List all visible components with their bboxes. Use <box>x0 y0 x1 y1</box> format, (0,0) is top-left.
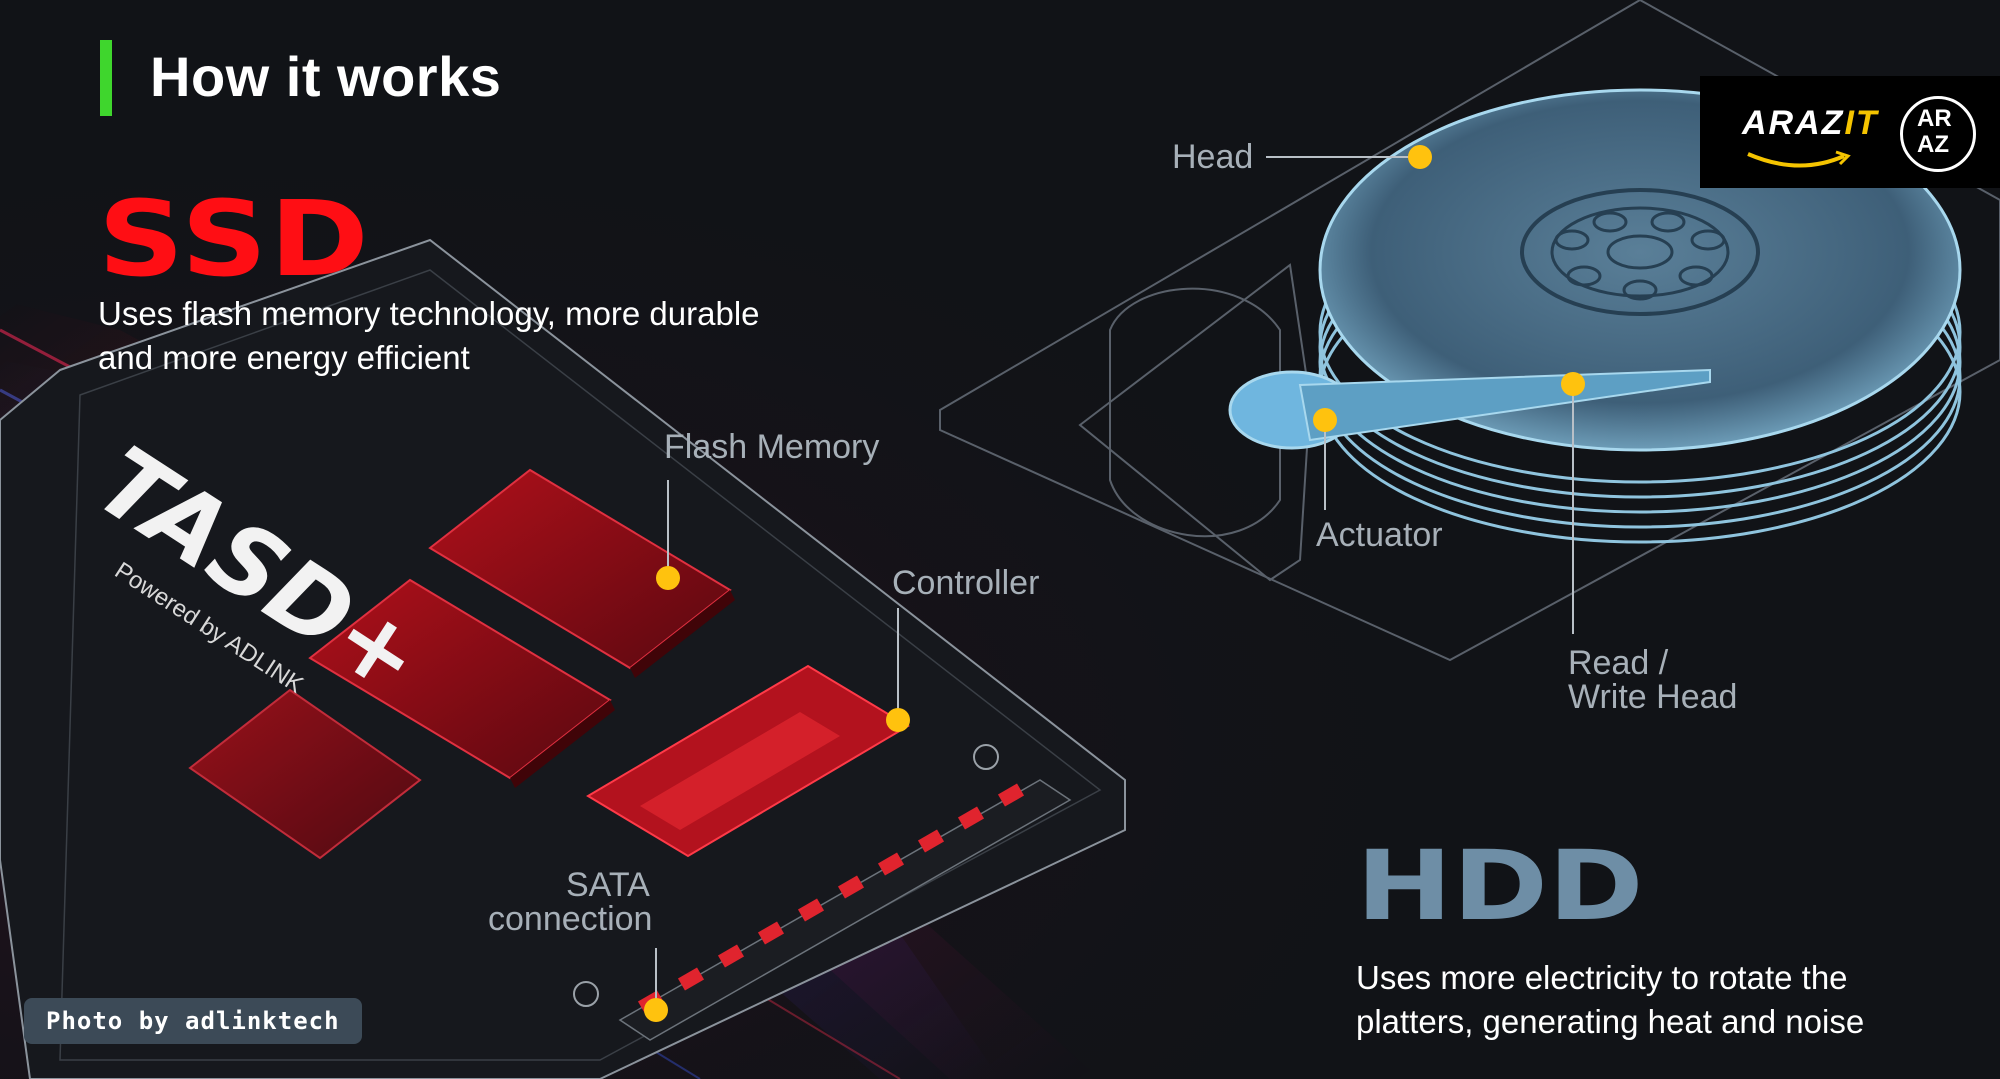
hdd-description-line1: Uses more electricity to rotate the <box>1356 959 1848 996</box>
callout-dot-actuator <box>1313 408 1337 432</box>
label-actuator: Actuator <box>1316 516 1443 554</box>
page-title: How it works <box>150 45 502 108</box>
callout-dot-controller <box>886 708 910 732</box>
label-read-write-line1: Read / <box>1568 644 1669 682</box>
label-flash-memory: Flash Memory <box>664 428 880 466</box>
brand-logo: ARAZIT AR AZ <box>1700 76 2000 188</box>
screw-hole <box>573 981 599 1007</box>
label-read-write-line2: Write Head <box>1568 678 1738 716</box>
logo-smile-icon <box>1747 150 1851 168</box>
ssd-description-line1: Uses flash memory technology, more durab… <box>98 295 760 332</box>
flash-chip <box>188 688 422 860</box>
photo-credit-badge: Photo by adlinktech <box>24 998 362 1044</box>
flash-chip <box>428 468 735 678</box>
callout-dot-sata <box>644 998 668 1022</box>
ssd-board <box>0 238 1126 1079</box>
callout-dot-flash-memory <box>656 566 680 590</box>
hdd-heading: HDD <box>1356 830 1644 942</box>
label-sata-line2: connection <box>488 900 653 938</box>
label-head: Head <box>1172 138 1254 176</box>
callout-dot-head <box>1408 145 1432 169</box>
logo-wordmark: ARAZIT <box>1742 104 1879 142</box>
sata-connector <box>618 779 1072 1041</box>
screw-hole <box>973 744 999 770</box>
label-controller: Controller <box>892 564 1040 602</box>
callout-dot-read-write-head <box>1561 372 1585 396</box>
logo-emblem: AR AZ <box>1900 96 1976 172</box>
ssd-description-line2: and more energy efficient <box>98 339 470 376</box>
title-accent-bar <box>100 40 112 116</box>
flash-chip <box>308 578 615 788</box>
ssd-heading: SSD <box>98 178 372 300</box>
callout-dots <box>644 145 1585 1022</box>
hdd-description-line2: platters, generating heat and noise <box>1356 1003 1865 1040</box>
label-sata-line1: SATA <box>566 866 650 904</box>
